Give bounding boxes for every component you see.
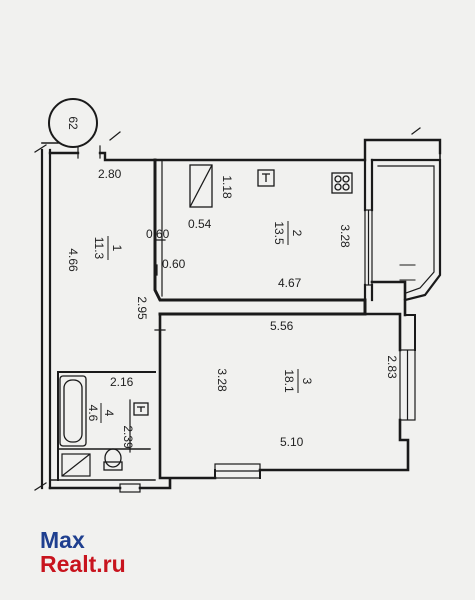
dim-4-67: 4.67 [278, 276, 302, 290]
shower-tray [61, 453, 91, 477]
watermark-max: Max [40, 527, 85, 553]
room-4-label: 4 4.6 [86, 403, 116, 423]
room-4-area: 4.6 [86, 405, 100, 422]
room-1-area: 11.3 [92, 237, 106, 260]
stamp-number: 62 [66, 116, 80, 130]
dim-5-56: 5.56 [270, 319, 294, 333]
washbasin-icon [133, 402, 149, 416]
room-3-label: 3 18.1 [282, 369, 314, 393]
dim-3-28-b: 3.28 [215, 368, 229, 392]
dim-2-95: 2.95 [135, 296, 149, 320]
room-1-number: 1 [110, 245, 124, 252]
dim-0-60-a: 0.60 [146, 227, 170, 241]
walls [34, 127, 442, 491]
toilet-icon [103, 448, 123, 471]
stamp-circle [48, 98, 98, 148]
dim-4-66: 4.66 [66, 248, 80, 272]
bathtub-icon [59, 375, 87, 447]
room-1-label: 1 11.3 [92, 236, 124, 260]
windows [119, 209, 416, 493]
dim-5-10: 5.10 [280, 435, 304, 449]
room-2-label: 2 13.5 [272, 221, 304, 245]
room-4-number: 4 [102, 410, 116, 417]
dim-2-39: 2.39 [121, 425, 135, 449]
room-3-number: 3 [300, 378, 314, 385]
stove-icon [331, 172, 353, 194]
dim-2-83: 2.83 [385, 355, 399, 379]
dim-2-16: 2.16 [110, 375, 134, 389]
sink-icon [257, 169, 275, 187]
dim-0-54: 0.54 [188, 217, 212, 231]
watermark-realt: Realt.ru [40, 551, 126, 577]
dim-0-60-b: 0.60 [162, 257, 186, 271]
dim-3-28-a: 3.28 [338, 224, 352, 248]
room-2-number: 2 [290, 230, 304, 237]
kitchen-cabinet [189, 164, 213, 208]
room-3-area: 18.1 [282, 369, 296, 393]
dim-1-18: 1.18 [220, 175, 234, 199]
room-2-area: 13.5 [272, 221, 286, 245]
dim-2-80: 2.80 [98, 167, 122, 181]
